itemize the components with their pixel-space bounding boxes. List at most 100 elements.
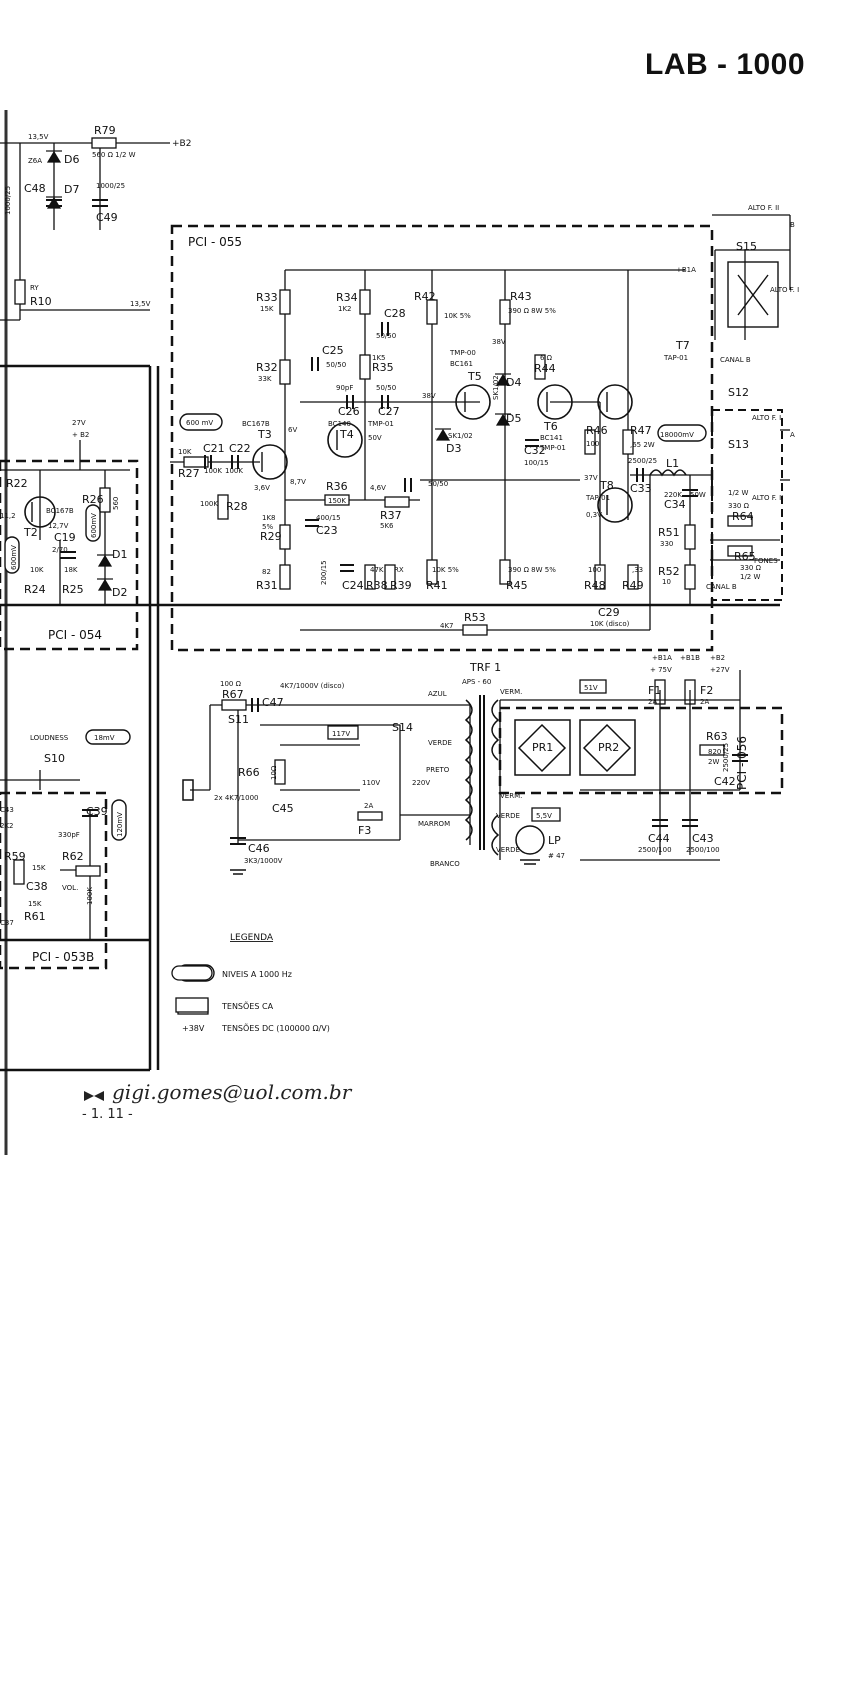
svg-text:ALTO F. I: ALTO F. I [770,286,799,294]
rectifier-bridges [514,719,636,776]
svg-text:5K6: 5K6 [380,522,394,530]
ref-D6: D6 [64,153,79,166]
board-pci-054-outline [0,459,139,651]
svg-text:10: 10 [662,578,671,586]
component-refs: R79 D6 D7 C48 C49 R10 R22 R26 T2 C19 D1 … [4,124,757,923]
svg-text:100K: 100K [200,500,218,508]
ref-R35: R35 [372,361,394,374]
svg-text:VERM.: VERM. [500,792,522,800]
svg-text:27V: 27V [72,419,86,427]
svg-text:2W: 2W [708,758,719,766]
legend-ac: TENSÕES CA [221,1000,274,1011]
svg-text:1/2 W: 1/2 W [740,573,760,581]
ref-R31: R31 [256,579,278,592]
svg-text:390 Ω 8W 5%: 390 Ω 8W 5% [508,307,556,315]
transistor-arrows [31,392,608,522]
board-label-pci-053b: PCI - 053B [32,950,94,964]
ref-S11: S11 [228,713,249,726]
ref-R46: R46 [586,424,608,437]
svg-text:560: 560 [112,497,120,510]
svg-text:+27V: +27V [710,666,730,674]
ref-C45: C45 [272,802,294,815]
ref-R49: R49 [622,579,644,592]
ref-D7: D7 [64,183,79,196]
svg-text:SK1/02: SK1/02 [492,375,500,400]
svg-text:330pF: 330pF [58,831,80,839]
svg-text:C43: C43 [0,806,14,814]
ref-R66: R66 [238,766,260,779]
ref-PR2: PR2 [598,741,619,754]
component-values: +B2 13,5V 13,5V 560 Ω 1/2 W Z6A 1000/25 … [0,133,799,927]
svg-text:11,2: 11,2 [0,512,16,520]
svg-text:5,5V: 5,5V [536,812,552,820]
board-label-pci-055: PCI - 055 [188,235,242,249]
ref-R51: R51 [658,526,680,539]
svg-text:PRETO: PRETO [426,766,450,774]
svg-text:A: A [790,431,795,439]
svg-text:220K: 220K [664,491,682,499]
svg-text:150K: 150K [328,497,346,505]
svg-text:TMP-00: TMP-00 [449,349,476,357]
svg-text:13,5V: 13,5V [130,300,151,308]
legend-dc: TENSÕES DC (100000 Ω/V) [221,1022,330,1033]
ref-R32: R32 [256,361,278,374]
pilot-lamp [515,825,545,855]
svg-text:15K: 15K [260,305,274,313]
svg-text:2500/25: 2500/25 [722,743,730,772]
ref-C19: C19 [54,531,76,544]
svg-text:18K: 18K [64,566,78,574]
ref-R79: R79 [94,124,116,137]
svg-text:50/50: 50/50 [326,361,346,369]
svg-text:10Ω: 10Ω [270,765,278,780]
resistor-symbols [13,137,753,885]
ref-R45: R45 [506,579,528,592]
svg-text:600 mV: 600 mV [186,419,213,427]
svg-text:RY: RY [30,284,39,292]
svg-text:BRANCO: BRANCO [430,860,460,868]
ref-F3: F3 [358,824,371,837]
ref-F1: F1 [648,684,661,697]
legend-dc-sample: +38V [182,1024,205,1033]
ref-R42: R42 [414,290,436,303]
svg-text:390 Ω 8W 5%: 390 Ω 8W 5% [508,566,556,574]
svg-text:VERDE: VERDE [496,812,520,820]
svg-text:6V: 6V [288,426,297,434]
credit-arrow-icon [84,1091,104,1101]
switch-s15 [727,261,779,328]
legend-level-swatch [171,965,213,981]
ref-R37: R37 [380,509,402,522]
svg-text:330: 330 [660,540,673,548]
ref-R59: R59 [4,850,26,863]
svg-text:100K: 100K [225,467,243,475]
svg-text:BC167B: BC167B [242,420,270,428]
svg-text:0,3V: 0,3V [586,511,602,519]
svg-text:820: 820 [708,748,721,756]
svg-text:220V: 220V [412,779,430,787]
ref-C38: C38 [26,880,48,893]
ref-C32: C32 [524,444,546,457]
legend: LEGENDA NIVEIS A 1000 Hz TENSÕES CA +38V… [171,933,330,1033]
svg-text:10K: 10K [30,566,44,574]
svg-text:4,6V: 4,6V [370,484,386,492]
ref-C46: C46 [248,842,270,855]
ref-R25: R25 [62,583,84,596]
svg-text:FONES: FONES [754,557,778,565]
svg-text:2500/25: 2500/25 [628,457,657,465]
svg-text:82: 82 [262,568,271,576]
ref-R28: R28 [226,500,248,513]
ref-T7: T7 [675,339,690,352]
svg-text:100: 100 [586,440,599,448]
ref-R27: R27 [178,467,200,480]
ref-F2: F2 [700,684,713,697]
author-credit: gigi.gomes@uol.com.br [112,1080,352,1104]
inductor-l1 [649,469,687,477]
ref-TRF1: TRF 1 [469,661,501,674]
svg-text:100K: 100K [204,467,222,475]
svg-text:2A: 2A [700,698,709,706]
svg-text:# 47: # 47 [548,852,565,860]
svg-text:1/2 W: 1/2 W [728,489,748,497]
ref-R61: R61 [24,910,46,923]
transformer-trf1 [464,695,500,856]
svg-text:51V: 51V [584,684,598,692]
